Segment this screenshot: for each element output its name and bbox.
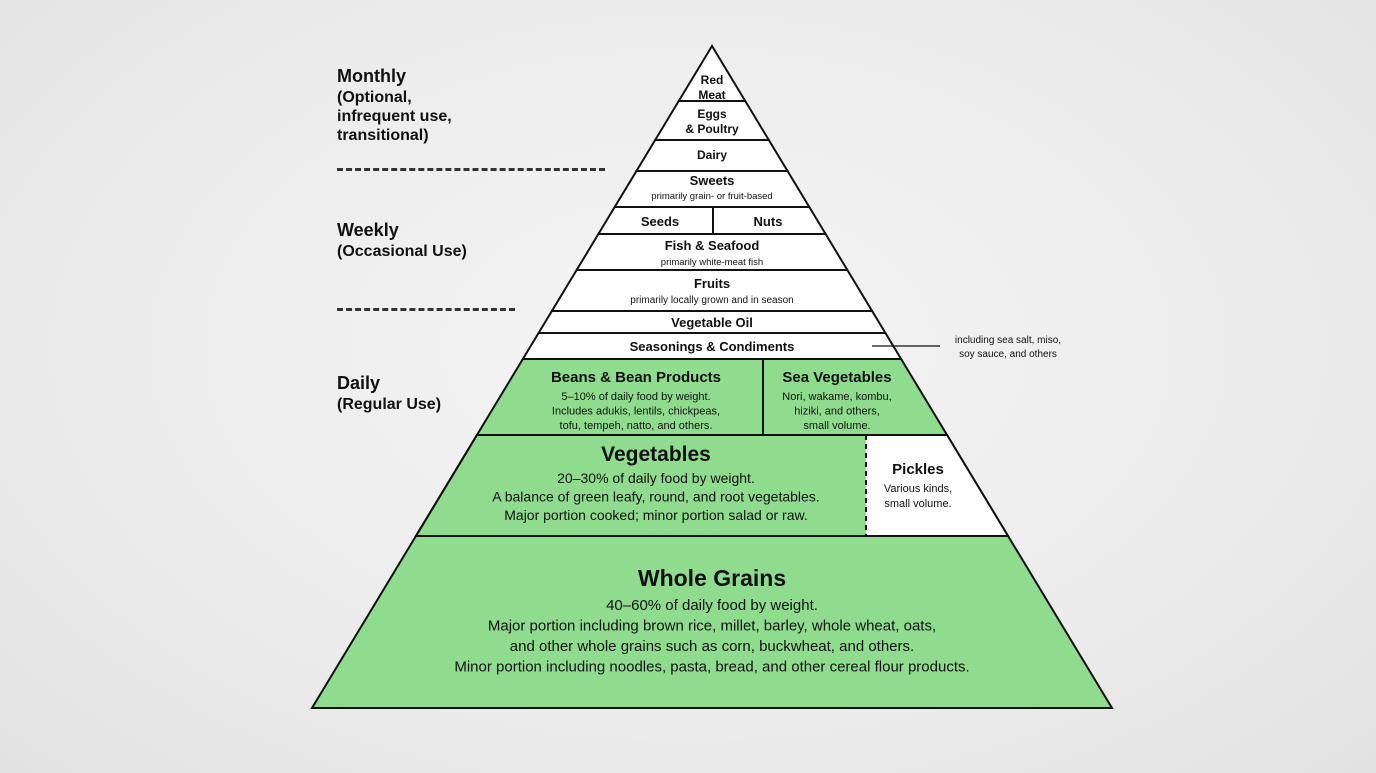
sweets-label: Sweets [690,173,735,188]
sweets-note: primarily grain- or fruit-based [651,191,772,202]
red-meat-label: Red [701,73,724,87]
dairy-label: Dairy [697,148,727,162]
monthly-title: Monthly [337,66,406,86]
beans-title: Beans & Bean Products [551,369,721,386]
sea-vegetables-desc: Nori, wakame, kombu, [782,391,891,403]
eggs-poultry-label: Eggs [697,107,727,121]
pickles-desc: Various kinds, [884,483,952,495]
whole-grains-desc: Minor portion including noodles, pasta, … [454,659,969,676]
beans-desc: tofu, tempeh, natto, and others. [560,420,713,432]
frequency-monthly: Monthly (Optional, infrequent use, trans… [337,66,452,145]
fruits-note: primarily locally grown and in season [630,295,793,306]
seeds-label: Seeds [641,214,679,229]
monthly-weekly-divider [337,168,605,171]
seasonings-callout: including sea salt, miso, [955,335,1061,346]
daily-title: Daily [337,373,381,393]
vegetables-desc: Major portion cooked; minor portion sala… [504,507,807,523]
monthly-subtitle: (Optional, infrequent use, transitional) [337,88,452,144]
pickles-title: Pickles [892,461,944,478]
beans-desc: Includes adukis, lentils, chickpeas, [552,406,720,418]
pickles-desc: small volume. [884,498,951,510]
whole-grains-desc: Major portion including brown rice, mill… [488,618,936,635]
seasonings-label: Seasonings & Condiments [630,339,795,354]
fish-seafood-note: primarily white-meat fish [661,257,763,268]
red-meat-label: Meat [698,88,725,102]
sea-vegetables-desc: hiziki, and others, [794,406,880,418]
beans-desc: 5–10% of daily food by weight. [561,391,710,403]
eggs-poultry-label: & Poultry [685,122,739,136]
frequency-weekly: Weekly (Occasional Use) [337,220,467,261]
vegetables-desc: A balance of green leafy, round, and roo… [492,489,819,505]
weekly-title: Weekly [337,220,399,240]
nuts-label: Nuts [754,214,783,229]
weekly-subtitle: (Occasional Use) [337,242,467,260]
weekly-daily-divider [337,308,515,311]
whole-grains-desc: and other whole grains such as corn, buc… [510,638,914,655]
seasonings-callout: soy sauce, and others [959,349,1057,360]
tier-pickles-fill [866,435,1009,536]
vegetables-desc: 20–30% of daily food by weight. [557,470,755,486]
whole-grains-title: Whole Grains [638,565,786,591]
tier-vegetables-outline [414,434,1010,537]
vegetables-title: Vegetables [601,443,711,466]
sea-vegetables-desc: small volume. [803,420,870,432]
whole-grains-desc: 40–60% of daily food by weight. [606,597,818,614]
fruits-label: Fruits [694,276,730,291]
sea-vegetables-title: Sea Vegetables [782,369,891,386]
daily-subtitle: (Regular Use) [337,395,442,413]
frequency-daily: Daily (Regular Use) [337,373,441,414]
vegetable-oil-label: Vegetable Oil [671,315,753,330]
fish-seafood-label: Fish & Seafood [665,238,760,253]
